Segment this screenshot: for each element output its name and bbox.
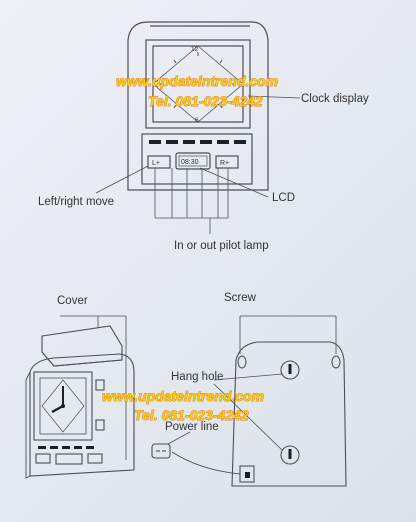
- watermark-bottom: www.updateintrend.com Tel. 081-023-4242: [102, 388, 265, 424]
- pilot-lamp: [149, 140, 161, 144]
- angled-left-button: [35, 453, 51, 464]
- angled-pilot-lamps: [38, 446, 94, 449]
- pilot-lamp: [183, 140, 195, 144]
- right-move-button: [215, 155, 239, 169]
- side-marker: [95, 419, 105, 431]
- hour-hand: [51, 404, 64, 414]
- pilot-lamp: [217, 140, 229, 144]
- lcd-leader: [199, 167, 269, 198]
- label-lcd: LCD: [272, 192, 295, 204]
- clock-angled-view: [25, 315, 135, 479]
- right-button-label: R+: [220, 160, 229, 167]
- hang-hole-top: [280, 360, 300, 380]
- hang-hole-bottom: [280, 445, 300, 465]
- label-cover: Cover: [57, 295, 88, 307]
- lcd-readout: 08:30: [181, 159, 199, 166]
- dial-label-6: 6: [195, 117, 199, 124]
- pilot-lamps: [149, 140, 246, 144]
- label-hang-hole: Hang hole: [171, 371, 223, 383]
- clock-front-view: [95, 21, 301, 234]
- power-plug: [151, 443, 171, 459]
- pilot-lamp-leaders: [154, 168, 229, 234]
- control-panel: [141, 133, 253, 185]
- angled-lcd: [55, 453, 83, 465]
- clock-cover: [41, 325, 123, 367]
- screw: [237, 355, 247, 369]
- angled-dial-frame: [33, 371, 93, 441]
- lcd-window: [175, 152, 211, 170]
- watermark-top: www.updateintrend.com Tel. 081-023-4242: [116, 73, 279, 110]
- dial-frame: [145, 39, 251, 129]
- dial-inner-plate: [152, 45, 244, 123]
- watermark-phone: Tel. 081-023-4242: [134, 407, 249, 423]
- power-line-leader: [167, 431, 191, 445]
- angled-dial-face: [39, 377, 87, 435]
- label-pilot-lamp: In or out pilot lamp: [174, 240, 269, 252]
- dial-ticks: [160, 52, 236, 109]
- angled-right-button: [87, 453, 103, 464]
- label-screw: Screw: [224, 292, 257, 304]
- screw: [331, 355, 341, 369]
- pilot-lamp: [166, 140, 178, 144]
- pilot-lamp: [200, 140, 212, 144]
- watermark-phone: Tel. 081-023-4242: [148, 93, 263, 109]
- left-right-move-leader: [95, 165, 149, 194]
- side-marker: [95, 379, 105, 391]
- pilot-lamp: [234, 140, 246, 144]
- dial-label-12: 12: [191, 46, 199, 53]
- label-left-right-move: Left/right move: [38, 196, 114, 208]
- left-move-button: [147, 155, 171, 169]
- hang-hole-leader: [213, 373, 283, 381]
- lcd-screen: [178, 155, 208, 167]
- clock-back-view: [151, 315, 347, 487]
- watermark-site: www.updateintrend.com: [102, 388, 264, 404]
- clock-display-leader: [247, 95, 301, 99]
- back-housing: [231, 341, 347, 487]
- clock-body: [29, 353, 135, 477]
- power-line-cable: [171, 451, 241, 475]
- watermark-site: www.updateintrend.com: [116, 73, 278, 89]
- label-power-line: Power line: [165, 421, 219, 433]
- label-clock-display: Clock display: [301, 93, 369, 105]
- clock-housing: [127, 21, 269, 191]
- left-button-label: L+: [152, 160, 160, 167]
